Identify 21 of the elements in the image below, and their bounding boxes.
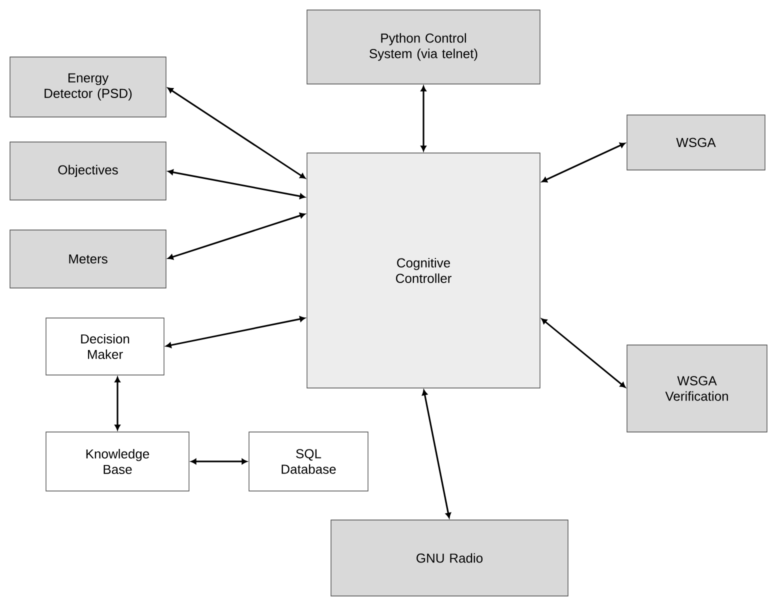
double-arrow [422, 390, 451, 518]
process-box: WSGA [626, 114, 766, 170]
double-arrow [541, 318, 626, 388]
process-box: Meters [10, 230, 166, 288]
double-arrow [190, 458, 248, 464]
process-box: WSGA Verification [626, 344, 768, 432]
process-box: GNU Radio [330, 520, 568, 596]
process-box: Decision Maker [46, 318, 164, 376]
process-box: Python Control System (via telnet) [306, 10, 540, 84]
controller-box: Cognitive Controller [306, 152, 540, 388]
double-arrow [420, 86, 426, 152]
double-arrow [114, 376, 120, 430]
double-arrow [168, 212, 306, 260]
process-box: Objectives [10, 142, 166, 200]
double-arrow [168, 169, 306, 200]
process-box: Knowledge Base [46, 432, 190, 492]
process-box: SQL Database [248, 432, 368, 492]
process-box: Energy Detector (PSD) [10, 56, 166, 118]
double-arrow [166, 316, 306, 348]
double-arrow [168, 88, 306, 179]
double-arrow [542, 142, 626, 182]
